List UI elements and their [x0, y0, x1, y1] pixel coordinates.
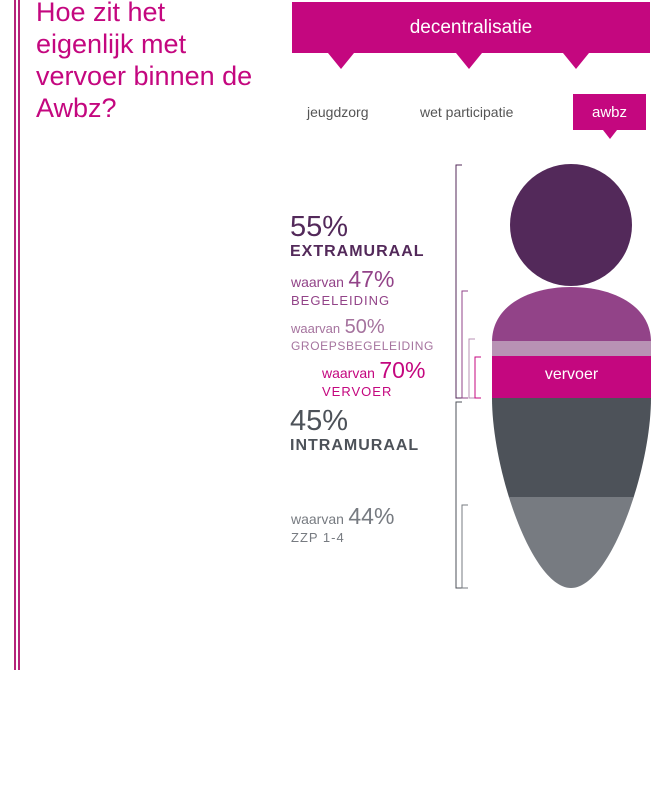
decentralisatie-banner: decentralisatie — [292, 2, 650, 53]
banner-arrow-awbz — [563, 53, 589, 69]
stat-intramuraal: 45% INTRAMURAAL — [290, 406, 419, 456]
stat-begeleiding-prefix: waarvan — [291, 274, 344, 290]
stat-intramuraal-value: 45% — [290, 405, 349, 437]
tab-awbz[interactable]: awbz — [573, 94, 646, 130]
stat-extramuraal-label: EXTRAMURAAL — [290, 243, 425, 260]
page-title: Hoe zit het eigenlijk met vervoer binnen… — [36, 0, 253, 123]
stat-groepsbegeleiding: waarvan 50% GROEPSBEGELEIDING — [291, 316, 434, 353]
stat-vervoer-value: 70% — [379, 357, 426, 383]
segment-groepsbegeleiding — [492, 341, 651, 357]
stat-begeleiding-label: BEGELEIDING — [291, 293, 391, 308]
stat-groepsbegeleiding-value: 50% — [344, 316, 385, 338]
left-border-line-inner — [18, 0, 20, 670]
awbz-tab-arrow — [603, 130, 617, 139]
tab-wet-participatie[interactable]: wet participatie — [420, 104, 514, 120]
stat-extramuraal-value: 55% — [290, 211, 349, 243]
figure-vervoer-label: vervoer — [544, 366, 599, 383]
bracket-intramuraal — [455, 401, 462, 589]
stat-vervoer: waarvan 70% VERVOER — [322, 357, 425, 400]
tab-jeugdzorg[interactable]: jeugdzorg — [307, 104, 369, 120]
stat-begeleiding: waarvan 47% BEGELEIDING — [291, 266, 394, 309]
segment-begeleiding — [492, 287, 651, 342]
stat-vervoer-label: VERVOER — [322, 384, 393, 399]
stat-zzp-value: 44% — [348, 503, 395, 529]
stat-begeleiding-value: 47% — [348, 266, 395, 292]
banner-arrow-jeugdzorg — [328, 53, 354, 69]
figure-head — [510, 164, 632, 286]
segment-vervoer — [492, 356, 651, 398]
bracket-extramuraal — [455, 164, 462, 399]
bracket-begeleiding — [461, 290, 468, 399]
left-border-line-outer — [14, 0, 16, 670]
stat-zzp-label: ZZP 1-4 — [291, 530, 345, 545]
banner-arrow-participatie — [456, 53, 482, 69]
stat-zzp-prefix: waarvan — [291, 511, 344, 527]
segment-intramuraal — [492, 398, 651, 498]
stat-extramuraal: 55% EXTRAMURAAL — [290, 212, 425, 262]
stat-groepsbegeleiding-prefix: waarvan — [291, 321, 341, 336]
bracket-groepsbegeleiding — [468, 338, 475, 399]
stat-groepsbegeleiding-label: GROEPSBEGELEIDING — [291, 339, 434, 353]
stat-vervoer-prefix: waarvan — [322, 365, 375, 381]
segment-zzp — [492, 497, 651, 588]
bracket-vervoer — [474, 356, 481, 399]
bracket-zzp — [461, 504, 468, 589]
stat-intramuraal-label: INTRAMURAAL — [290, 437, 420, 454]
stat-zzp: waarvan 44% ZZP 1-4 — [291, 503, 394, 546]
